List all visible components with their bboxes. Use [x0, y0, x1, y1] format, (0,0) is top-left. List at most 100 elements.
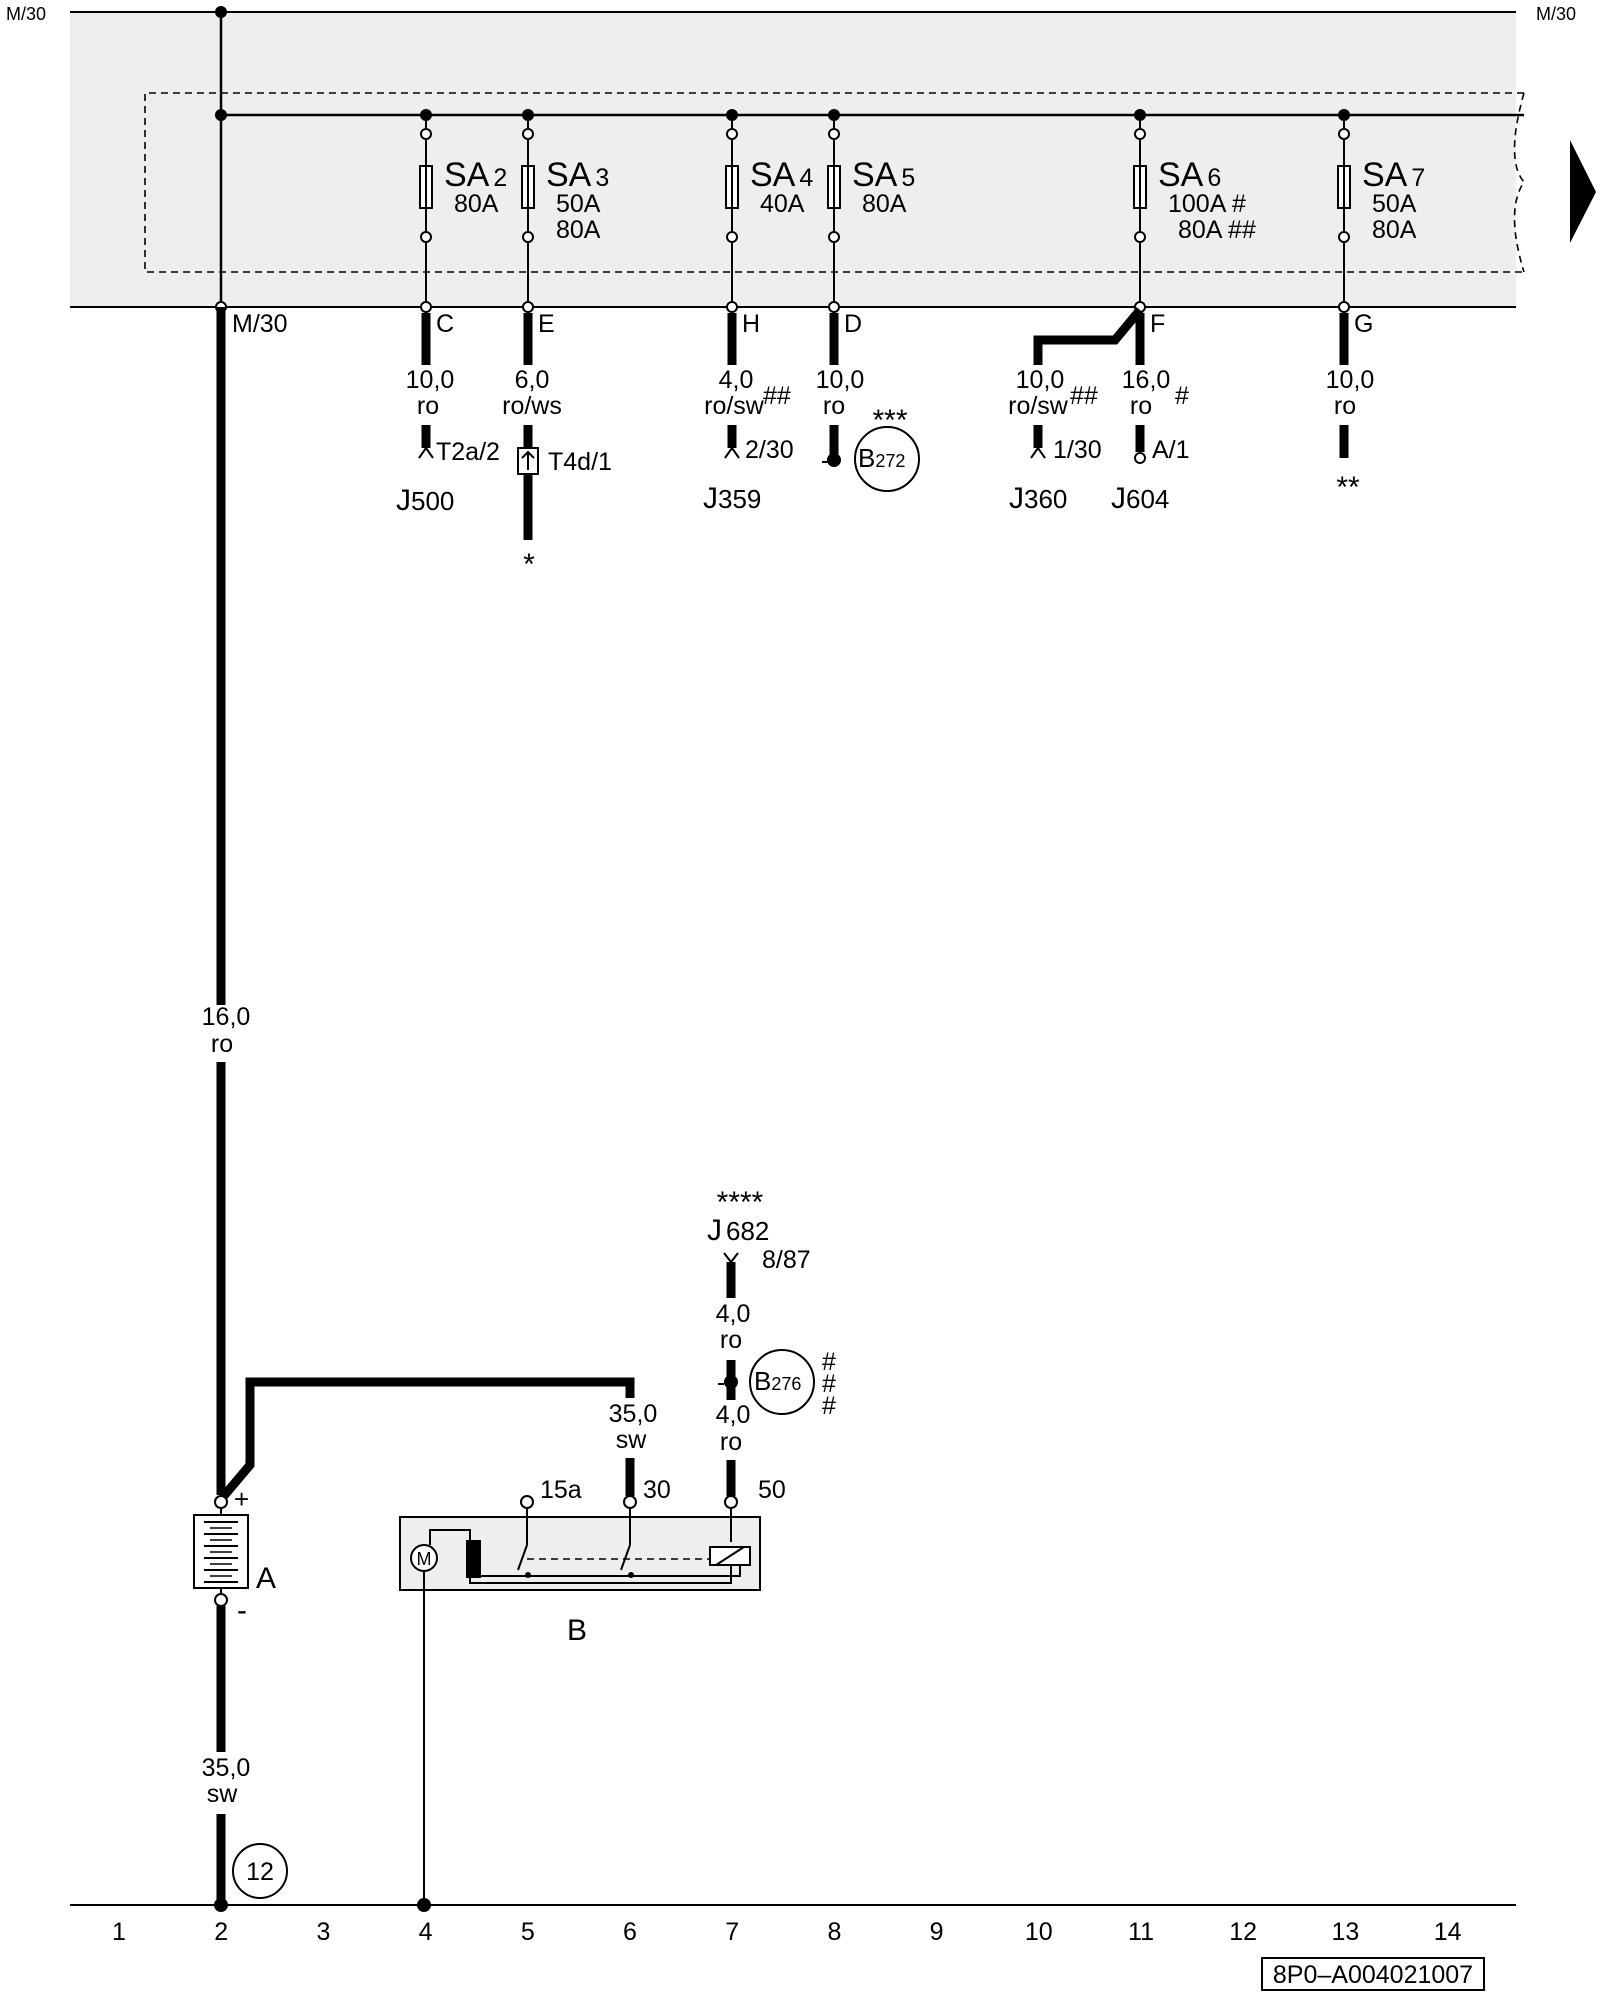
field-coil-icon: [466, 1540, 481, 1578]
wire-f2-size: 16,0: [1122, 366, 1171, 394]
connector-t4d: T4d/1: [548, 448, 612, 476]
wire-f1-mark: ##: [1070, 382, 1098, 410]
wire-30-size: 35,0: [609, 1400, 658, 1428]
wire-f1-size: 10,0: [1016, 366, 1065, 394]
wire-g-size: 10,0: [1326, 366, 1375, 394]
column-number: 6: [623, 1918, 637, 1946]
fuse-pin: [420, 301, 432, 313]
pin-label-c: C: [436, 310, 454, 338]
wire-30: [219, 1377, 635, 1500]
comp-j500: J500: [396, 484, 454, 517]
fuse-terminal-bottom: [1134, 231, 1146, 243]
battery-minus: -: [237, 1594, 247, 1627]
fuse-rating: 80A: [556, 216, 601, 244]
column-number: 2: [214, 1918, 228, 1946]
wire-main-size: 16,0: [202, 1003, 251, 1031]
wire-s2-color: ro: [720, 1428, 742, 1456]
wire-h-color: ro/sw: [704, 392, 765, 420]
fuse-rating: 80A: [454, 190, 499, 218]
motor-label: M: [417, 1549, 432, 1569]
pin-label-d: D: [844, 310, 862, 338]
comp-j360: J360: [1009, 482, 1067, 515]
fuse-terminal-bottom: [828, 231, 840, 243]
ground-b276: B276: [754, 1366, 801, 1396]
starter-switch-2: [620, 1544, 631, 1571]
column-number: 3: [316, 1918, 330, 1946]
column-number: 5: [521, 1918, 535, 1946]
comp-j604: J604: [1111, 482, 1169, 515]
ground-b272: B272: [858, 443, 905, 473]
wire-g-color: ro: [1334, 392, 1356, 420]
column-number: 8: [827, 1918, 841, 1946]
starter-15a-terminal: [520, 1495, 534, 1509]
connector-f1: 1/30: [1053, 436, 1102, 464]
pin-label-h: H: [742, 310, 760, 338]
node-ground-2: [214, 1898, 228, 1912]
connector-h-icon: [724, 446, 740, 459]
ground-b272-circle: [854, 426, 920, 492]
rail-label-left: M/30: [6, 4, 46, 24]
starter-50-terminal: [724, 1495, 738, 1509]
mark-star3: ***: [872, 404, 907, 437]
wire-f-branch: [1033, 307, 1144, 365]
mark-hash-1: #: [822, 1348, 836, 1376]
battery-plus-terminal: [214, 1495, 228, 1509]
fuse-box-break: [1513, 92, 1526, 273]
column-number: 1: [112, 1918, 126, 1946]
fuse-terminal-bottom: [420, 231, 432, 243]
mark-star-e: *: [523, 548, 535, 581]
wire-h-mark: ##: [763, 382, 791, 410]
connector-j682: 8/87: [762, 1246, 811, 1274]
wire-f2-mark: #: [1175, 382, 1189, 410]
battery-plus: +: [234, 1484, 249, 1514]
doc-id: 8P0–A004021007: [1273, 1961, 1473, 1989]
column-number: 11: [1128, 1918, 1154, 1946]
wire-30-color: sw: [616, 1426, 648, 1454]
pin-label-f: F: [1150, 310, 1165, 338]
connector-h: 2/30: [745, 436, 794, 464]
fuse-terminal-top: [420, 128, 432, 140]
wire-d-size: 10,0: [816, 366, 865, 394]
connector-f2-icon: [1134, 452, 1146, 464]
fuse-terminal-top: [522, 128, 534, 140]
starter-switch-1: [517, 1544, 528, 1571]
wire-f2-color: ro: [1130, 392, 1152, 420]
mark-hash-2: #: [822, 1370, 836, 1398]
wire-f1-color: ro/sw: [1008, 392, 1069, 420]
connector-t2a-icon: [418, 446, 434, 459]
pin-label-e: E: [538, 310, 555, 338]
fuse-rating: 80A: [1372, 216, 1417, 244]
wire-c-color: ro: [417, 392, 439, 420]
column-number: 4: [419, 1918, 433, 1946]
fuse-rating: 80A: [862, 190, 907, 218]
fuse-rating: 80A ##: [1178, 216, 1256, 244]
fuse-pin: [726, 301, 738, 313]
fuse-rating: 100A #: [1168, 190, 1246, 218]
wire-s1-size: 4,0: [716, 1300, 751, 1328]
fuse-rating: 50A: [556, 190, 601, 218]
fuse-terminal-top: [1338, 128, 1350, 140]
continue-arrow-icon: [1570, 140, 1596, 243]
starter-30-terminal: [623, 1495, 637, 1509]
node-bus-main: [215, 109, 227, 121]
mark-star4: ****: [717, 1186, 764, 1219]
wire-d-color: ro: [823, 392, 845, 420]
fuse-terminal-top: [828, 128, 840, 140]
wire-h-size: 4,0: [719, 366, 754, 394]
wire-s2-size: 4,0: [716, 1401, 751, 1429]
fuse-terminal-bottom: [1338, 231, 1350, 243]
wire-e-color: ro/ws: [502, 392, 562, 420]
column-number: 13: [1331, 1918, 1359, 1946]
fuse-rating: 40A: [760, 190, 805, 218]
rail-label-right: M/30: [1536, 4, 1576, 24]
ground-b276-circle: [749, 1349, 815, 1415]
fuse-terminal-bottom: [726, 231, 738, 243]
